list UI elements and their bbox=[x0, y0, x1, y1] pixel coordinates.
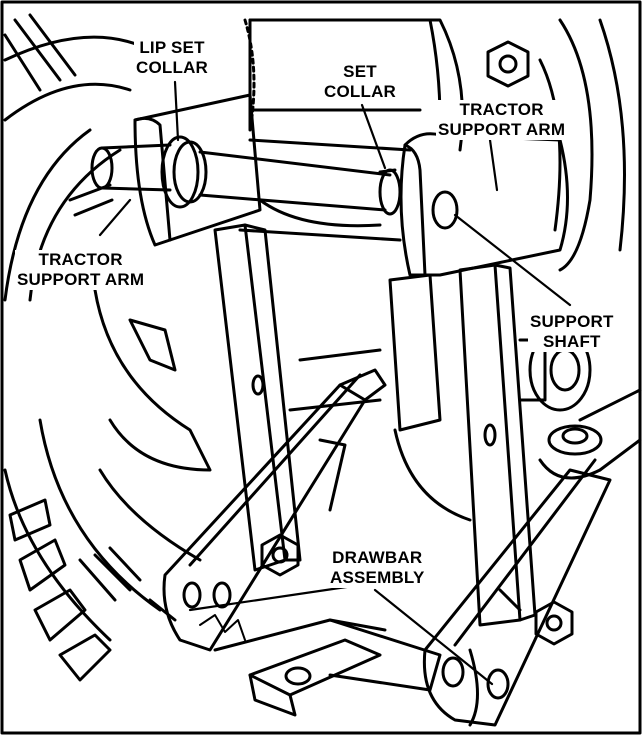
callout-support-shaft: SUPPORT SHAFT bbox=[528, 312, 616, 352]
right-drawbar-arm bbox=[422, 388, 642, 727]
right-support-arm bbox=[378, 132, 569, 277]
center-support bbox=[288, 273, 472, 522]
leader-tractor-support-arm-left bbox=[98, 198, 132, 237]
leader-drawbar-assembly-left bbox=[188, 583, 362, 612]
leader-tractor-support-arm-right bbox=[488, 138, 499, 192]
leader-drawbar-assembly-right bbox=[373, 588, 494, 686]
leader-lip-set-collar bbox=[173, 80, 180, 142]
left-support-arm bbox=[90, 93, 392, 247]
leader-set-collar bbox=[360, 103, 387, 170]
tractor-housing bbox=[238, 18, 626, 272]
left-tire bbox=[3, 13, 212, 682]
callout-set-collar: SET COLLAR bbox=[322, 62, 399, 102]
leader-lines bbox=[98, 80, 572, 686]
left-vertical-link bbox=[213, 223, 302, 572]
drawbar-crossbar bbox=[213, 618, 442, 717]
leader-support-shaft bbox=[453, 213, 572, 307]
callout-tractor-support-arm-right: TRACTOR SUPPORT ARM bbox=[436, 100, 568, 140]
callout-tractor-support-arm-left: TRACTOR SUPPORT ARM bbox=[15, 250, 147, 290]
callout-drawbar-assembly: DRAWBAR ASSEMBLY bbox=[328, 548, 427, 588]
left-drawbar-arm bbox=[162, 368, 387, 652]
callout-lip-set-collar: LIP SET COLLAR bbox=[134, 38, 211, 78]
